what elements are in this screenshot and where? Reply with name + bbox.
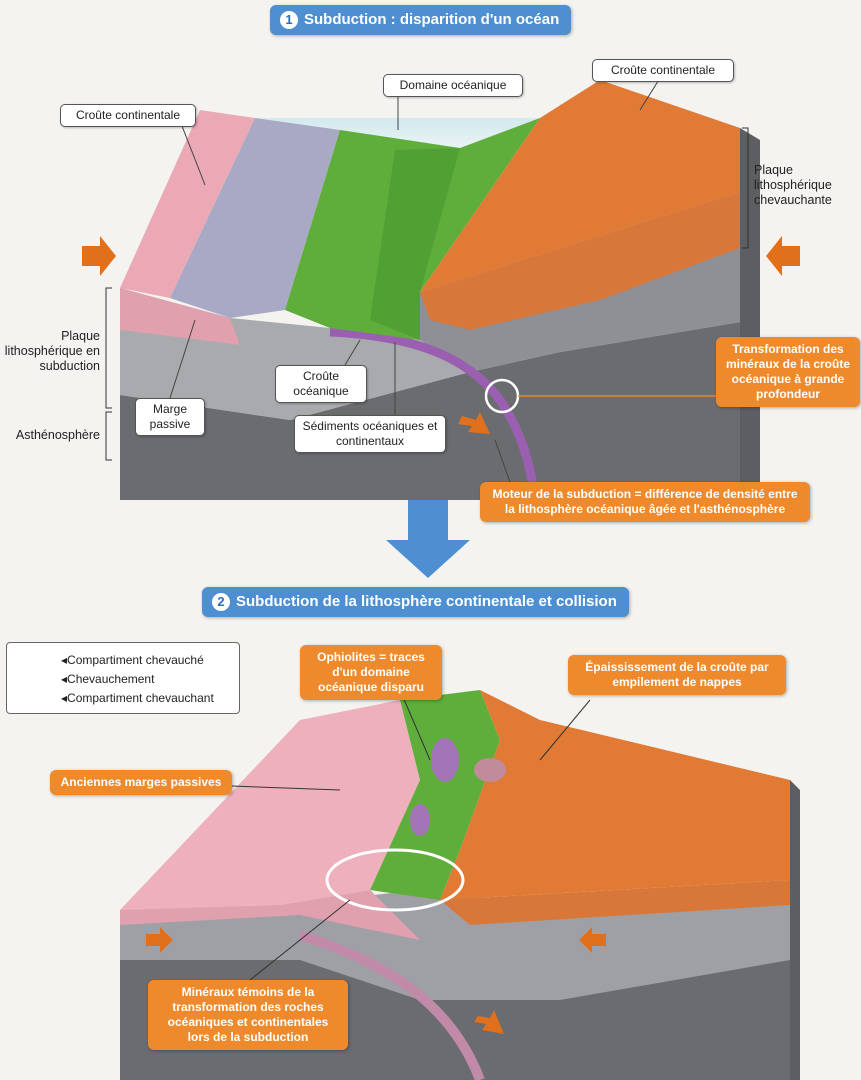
section-2-title-text: Subduction de la lithosphère continental…: [236, 593, 617, 610]
legend-thrust: ◂Chevauchement: [61, 672, 154, 686]
compression-arrow-right-icon: [766, 236, 800, 276]
legend-overriding-compartment-label: Compartiment chevauchant: [67, 691, 214, 705]
collision-right-face: [790, 780, 800, 1080]
section-2-number: 2: [212, 593, 230, 611]
label-former-passive-margins: Anciennes marges passives: [50, 770, 232, 795]
label-continental-crust-left: Croûte continentale: [60, 104, 196, 127]
section-1-title-text: Subduction : disparition d'un océan: [304, 11, 559, 28]
label-oceanic-domain: Domaine océanique: [383, 74, 523, 97]
label-witness-minerals: Minéraux témoins de la transformation de…: [148, 980, 348, 1050]
section-2-title: 2 Subduction de la lithosphère continenta…: [202, 587, 629, 617]
ophiolite-patch-2: [410, 804, 430, 836]
label-sediments: Sédiments océaniques et continentaux: [294, 415, 446, 453]
legend: ◂Compartiment chevauché ◂Chevauchement ◂…: [6, 642, 240, 714]
legend-overthrust-compartment: ◂Compartiment chevauché: [61, 653, 204, 667]
label-subducting-plate: Plaque lithosphérique en subduction: [2, 329, 100, 374]
label-crust-thickening: Épaississement de la croûte par empileme…: [568, 655, 786, 695]
compression-arrow-left-icon: [82, 236, 116, 276]
transition-arrow-icon: [386, 500, 470, 578]
label-asthenosphere: Asthénosphère: [2, 428, 100, 443]
section-1-number: 1: [280, 11, 298, 29]
label-deep-transformation: Transformation des minéraux de la croûte…: [716, 337, 860, 407]
bracket-subducting-plate: [106, 288, 112, 408]
bracket-asthenosphere: [106, 412, 112, 460]
legend-overthrust-compartment-label: Compartiment chevauché: [67, 653, 204, 667]
ophiolite-patch-1: [431, 738, 459, 782]
overthrust-compartment: [120, 700, 420, 910]
legend-overriding-compartment: ◂Compartiment chevauchant: [61, 691, 214, 705]
label-oceanic-crust: Croûte océanique: [275, 365, 367, 403]
label-ophiolites: Ophiolites = traces d'un domaine océaniq…: [300, 645, 442, 700]
label-overriding-plate: Plaque lithosphérique chevauchante: [754, 163, 860, 208]
label-continental-crust-right: Croûte continentale: [592, 59, 734, 82]
legend-thrust-label: Chevauchement: [67, 672, 154, 686]
label-subduction-driver: Moteur de la subduction = différence de …: [480, 482, 810, 522]
section-1-title: 1 Subduction : disparition d'un océan: [270, 5, 571, 35]
label-passive-margin: Marge passive: [135, 398, 205, 436]
ophiolite-patch-3: [474, 758, 506, 782]
